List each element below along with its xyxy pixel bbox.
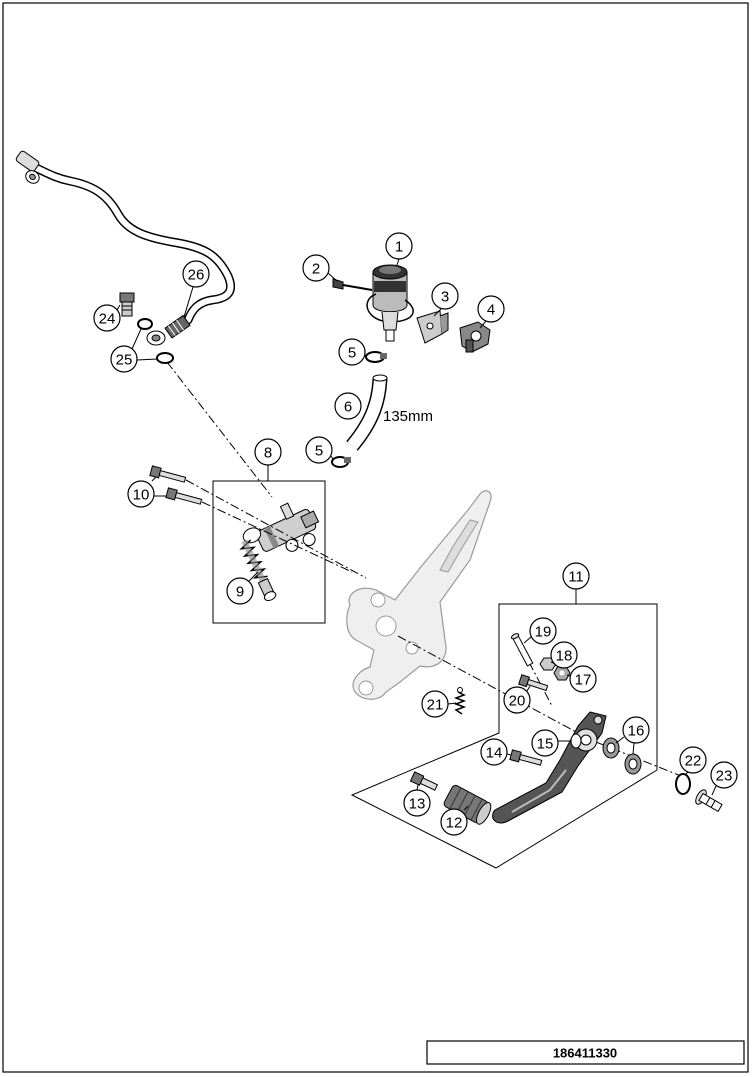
sealing-ring-lower	[156, 352, 174, 364]
brake-pedal-group-frame	[350, 603, 658, 869]
master-cylinder-bolt-lower	[165, 487, 203, 505]
svg-text:1: 1	[395, 239, 403, 256]
banjo-fitting-upper	[15, 150, 40, 184]
brake-line	[15, 150, 236, 346]
svg-text:17: 17	[575, 672, 592, 689]
svg-text:8: 8	[264, 445, 272, 462]
callout-19: 19	[529, 617, 557, 645]
svg-text:5: 5	[348, 345, 356, 362]
master-cylinder	[242, 502, 320, 552]
pivot-washer	[675, 773, 691, 795]
leader-lines	[116, 258, 717, 811]
callout-6: 6	[334, 392, 362, 420]
reservoir-clamp	[459, 321, 491, 353]
callout-5-lower: 5	[305, 436, 333, 464]
callout-17: 17	[569, 665, 597, 693]
pedal-bushing-inner	[602, 737, 620, 759]
callout-24: 24	[93, 304, 121, 332]
push-rod	[239, 539, 277, 602]
callout-23: 23	[710, 761, 738, 789]
brake-fluid-reservoir	[366, 264, 414, 342]
callout-8: 8	[254, 438, 282, 466]
callout-14: 14	[480, 738, 508, 766]
banjo-bolt	[119, 292, 135, 317]
svg-text:20: 20	[509, 693, 526, 710]
svg-text:14: 14	[486, 745, 503, 762]
callout-18: 18	[550, 641, 578, 669]
hose-clamp-lower	[331, 456, 351, 468]
callout-20: 20	[503, 686, 531, 714]
return-spring	[453, 687, 467, 715]
svg-text:12: 12	[446, 815, 463, 832]
pivot-bolt	[695, 789, 723, 813]
footpeg-bolt	[409, 771, 439, 791]
assembly-line	[185, 479, 367, 579]
svg-text:19: 19	[535, 624, 552, 641]
callout-13: 13	[403, 789, 431, 817]
pedal-washer	[570, 733, 582, 749]
svg-text:6: 6	[344, 399, 352, 416]
footrest-bracket	[346, 490, 492, 700]
footpeg-rubber	[443, 784, 492, 825]
hose-crimp-lower	[164, 314, 191, 339]
svg-text:25: 25	[116, 352, 133, 369]
callout-16: 16	[622, 716, 650, 744]
svg-text:2: 2	[312, 261, 320, 278]
sealing-ring-upper	[137, 318, 153, 330]
svg-text:23: 23	[716, 768, 733, 785]
callout-15: 15	[531, 729, 559, 757]
pedal-stop-bolt	[509, 749, 543, 766]
callout-11: 11	[562, 562, 590, 590]
svg-text:18: 18	[556, 648, 573, 665]
svg-text:3: 3	[441, 289, 449, 306]
brake-pedal	[492, 711, 607, 824]
drawing-number: 186411330	[553, 1046, 617, 1061]
drawing-number-box: 186411330	[426, 1040, 745, 1065]
svg-text:4: 4	[487, 302, 495, 319]
svg-text:22: 22	[685, 753, 702, 770]
callout-4: 4	[477, 295, 505, 323]
svg-text:13: 13	[409, 796, 426, 813]
master-cylinder-bolt-upper	[149, 465, 187, 483]
assembly-line	[201, 501, 353, 573]
svg-text:24: 24	[99, 311, 116, 328]
callout-5-upper: 5	[338, 338, 366, 366]
assembly-line	[397, 635, 579, 734]
callout-9: 9	[226, 577, 254, 605]
reservoir-screw	[332, 278, 373, 291]
callout-22: 22	[679, 746, 707, 774]
callout-21: 21	[421, 690, 449, 718]
svg-text:11: 11	[568, 569, 584, 586]
callout-26: 26	[182, 260, 210, 288]
hose-clamp-upper	[365, 351, 387, 363]
reservoir-hose	[346, 374, 388, 451]
callout-12: 12	[440, 808, 468, 836]
reservoir-bracket	[416, 310, 449, 344]
svg-text:15: 15	[537, 736, 554, 753]
svg-text:26: 26	[188, 267, 205, 284]
clevis-bolt	[518, 674, 549, 692]
svg-text:10: 10	[133, 487, 150, 504]
master-cylinder-group-frame	[212, 480, 326, 624]
pedal-bushing-outer	[624, 753, 642, 775]
assembly-line	[166, 361, 273, 498]
svg-text:9: 9	[236, 584, 244, 601]
callout-25: 25	[110, 345, 138, 373]
clevis-pin	[510, 633, 534, 667]
callout-2: 2	[302, 254, 330, 282]
svg-text:16: 16	[628, 723, 645, 740]
callout-10: 10	[127, 480, 155, 508]
svg-text:5: 5	[315, 443, 323, 460]
banjo-fitting-lower	[146, 330, 166, 346]
callout-3: 3	[431, 282, 459, 310]
assembly-line	[595, 741, 687, 779]
callout-1: 1	[385, 232, 413, 260]
svg-text:21: 21	[427, 697, 444, 714]
hose-length-label: 135mm	[383, 408, 433, 425]
